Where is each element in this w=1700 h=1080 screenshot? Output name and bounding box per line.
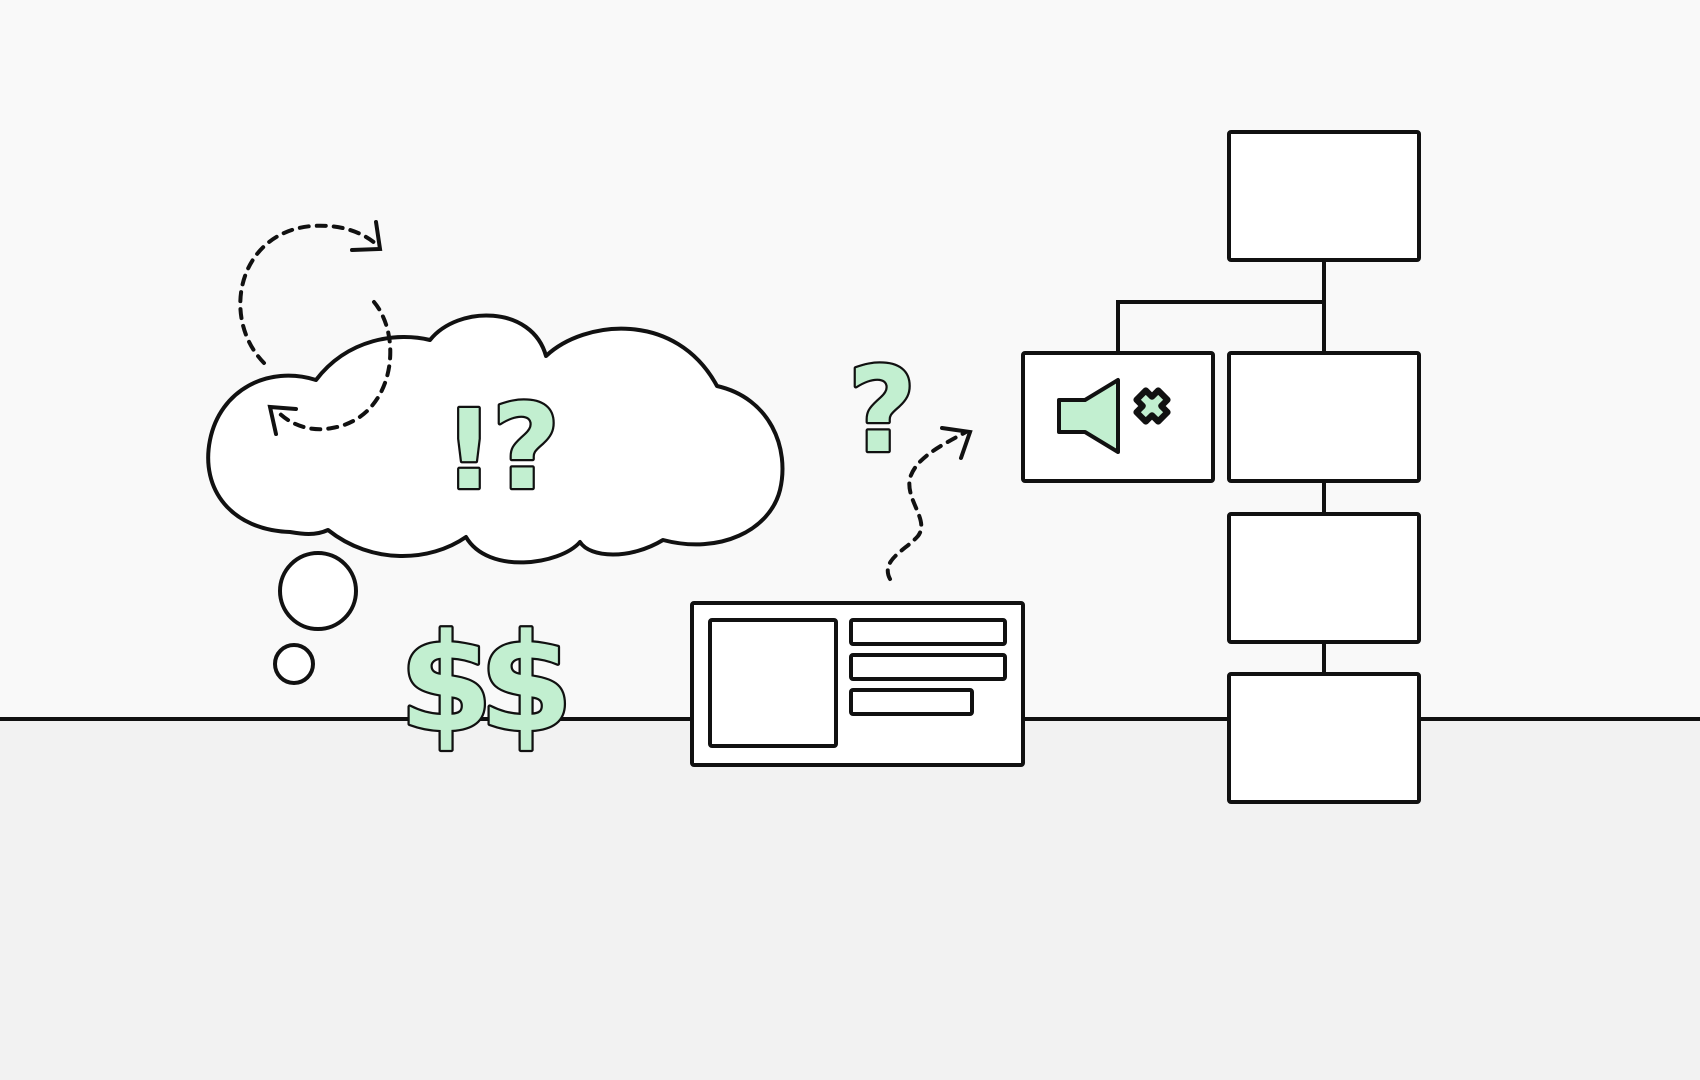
cycle-arc-lower: [276, 300, 393, 432]
wavy-arrowhead: [940, 426, 973, 460]
cycle-arrowhead-upper: [350, 220, 383, 252]
floating-question-glyph: ?: [848, 341, 916, 479]
cycle-arc-upper: [238, 223, 378, 365]
mute-x-icon: [1124, 391, 1167, 422]
thought-cloud-icon: [206, 313, 785, 565]
cloud-exclamation-glyph: !: [444, 386, 494, 514]
wavy-arrow-path: [885, 430, 968, 581]
org-box-top: [1227, 130, 1421, 262]
cloud-question-glyph: ?: [492, 378, 560, 516]
org-box-level-2: [1227, 351, 1421, 483]
media-card-line-2: [849, 653, 1007, 681]
org-box-level-4: [1227, 672, 1421, 804]
org-chart-connectors: [1116, 260, 1326, 674]
cycle-arrowhead-lower: [267, 404, 298, 436]
media-card-image: [708, 618, 838, 748]
connector-branch-left: [1116, 300, 1324, 353]
dollar-sign-left: $: [399, 605, 493, 762]
media-card-line-3: [849, 688, 974, 716]
media-card-icon: [690, 601, 1025, 767]
dollar-sign-right: $: [479, 605, 573, 762]
org-box-level-3: [1227, 512, 1421, 644]
speaker-icon: [1057, 378, 1120, 454]
thought-bubble-large: [278, 551, 358, 631]
thought-bubble-small: [273, 643, 315, 685]
muted-speaker-icon: [1057, 378, 1168, 454]
wavy-arrow-icon: [885, 426, 973, 581]
cycle-arrows-icon: [238, 220, 393, 436]
media-card-line-1: [849, 618, 1007, 646]
background-lower: [0, 719, 1700, 1080]
